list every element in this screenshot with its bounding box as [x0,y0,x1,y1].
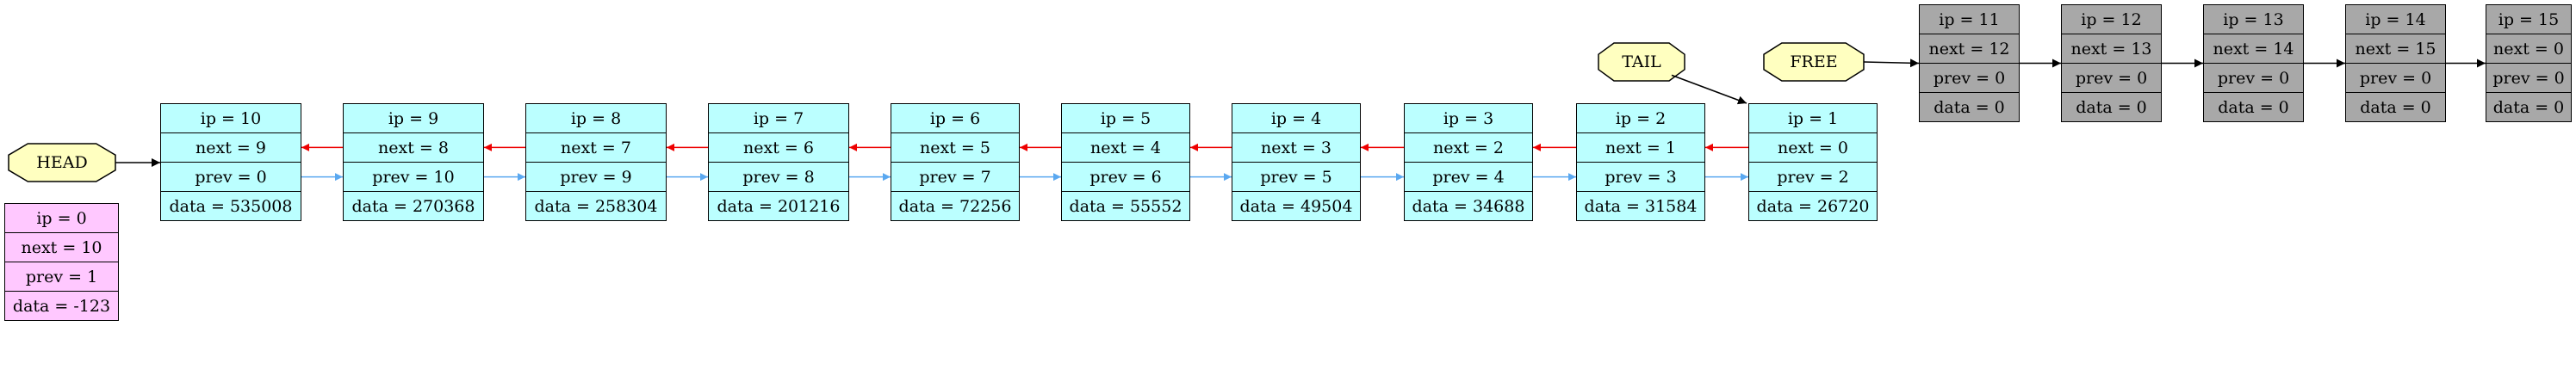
node-next-field: next = 12 [1920,34,2019,63]
node-prev-field: prev = 0 [2204,63,2303,92]
node-ip-field: ip = 5 [1100,108,1151,128]
node-next-field: next = 2 [1405,132,1532,162]
node-next-field: next = 5 [891,132,1019,162]
node-data-field: data = 55552 [1062,191,1189,220]
node-prev-field: prev = 9 [526,162,666,191]
node-next-field: next = 9 [161,132,301,162]
free-pointer-label: FREE [1790,52,1838,71]
node-data-field: data = 201216 [709,191,848,220]
node-next-field: next = 15 [2346,34,2445,63]
node-prev-field: prev = 6 [1062,162,1189,191]
tail-pointer-shape [1598,42,1685,82]
node-next-field: next = 6 [709,132,848,162]
free-pointer-edge [1863,59,1920,68]
node-data-field: data = 270368 [344,191,483,220]
head-pointer-label: HEAD [36,153,88,172]
node-ip-field: ip = 4 [1270,108,1322,128]
node-prev-field: prev = 0 [2346,63,2445,92]
node-prev-field: prev = 8 [709,162,848,191]
node-prev-field: prev = 0 [161,162,301,191]
node-data-field: data = 49504 [1232,191,1360,220]
node-ip-field: ip = 6 [929,108,981,128]
node-next-field: next = 0 [1749,132,1877,162]
node-next-field: next = 7 [526,132,666,162]
node-data-field: data = 0 [2486,92,2571,121]
node-prev-field: prev = 0 [2486,63,2571,92]
node-next-field: next = 13 [2062,34,2161,63]
node-ip-field: ip = 13 [2223,9,2284,29]
node-prev-field: prev = 1 [5,262,118,291]
node-data-field: data = 0 [2204,92,2303,121]
node-prev-field: prev = 2 [1749,162,1877,191]
node-data-field: data = 0 [1920,92,2019,121]
node-next-field: next = 3 [1232,132,1360,162]
node-ip-field: ip = 7 [753,108,804,128]
free-pointer-shape [1763,42,1865,82]
node-prev-field: prev = 0 [2062,63,2161,92]
node-ip-field: ip = 0 [36,208,87,228]
edges-layer [301,59,2486,182]
node-ip-field: ip = 8 [570,108,622,128]
node-data-field: data = 258304 [526,191,666,220]
node-data-field: data = 26720 [1749,191,1877,220]
node-next-field: next = 10 [5,232,118,262]
node-ip-field: ip = 3 [1443,108,1494,128]
node-prev-field: prev = 7 [891,162,1019,191]
node-prev-field: prev = 4 [1405,162,1532,191]
node-prev-field: prev = 3 [1577,162,1704,191]
node-ip-field: ip = 15 [2498,9,2560,29]
node-next-field: next = 1 [1577,132,1704,162]
node-next-field: next = 0 [2486,34,2571,63]
node-ip-field: ip = 11 [1939,9,2000,29]
tail-pointer-label: TAIL [1622,52,1661,71]
node-next-field: next = 14 [2204,34,2303,63]
node-data-field: data = 0 [2346,92,2445,121]
node-prev-field: prev = 5 [1232,162,1360,191]
node-ip-field: ip = 10 [200,108,262,128]
node-data-field: data = -123 [5,291,118,320]
node-ip-field: ip = 9 [388,108,439,128]
node-data-field: data = 72256 [891,191,1019,220]
node-prev-field: prev = 10 [344,162,483,191]
node-ip-field: ip = 2 [1615,108,1667,128]
pointers-layer [8,42,1920,182]
node-ip-field: ip = 1 [1787,108,1839,128]
node-prev-field: prev = 0 [1920,63,2019,92]
node-data-field: data = 34688 [1405,191,1532,220]
tail-pointer-edge [1671,74,1747,105]
node-next-field: next = 8 [344,132,483,162]
node-data-field: data = 31584 [1577,191,1704,220]
node-ip-field: ip = 12 [2081,9,2142,29]
node-ip-field: ip = 14 [2365,9,2426,29]
node-next-field: next = 4 [1062,132,1189,162]
node-data-field: data = 0 [2062,92,2161,121]
head-pointer-shape [8,143,116,182]
node-data-field: data = 535008 [161,191,301,220]
